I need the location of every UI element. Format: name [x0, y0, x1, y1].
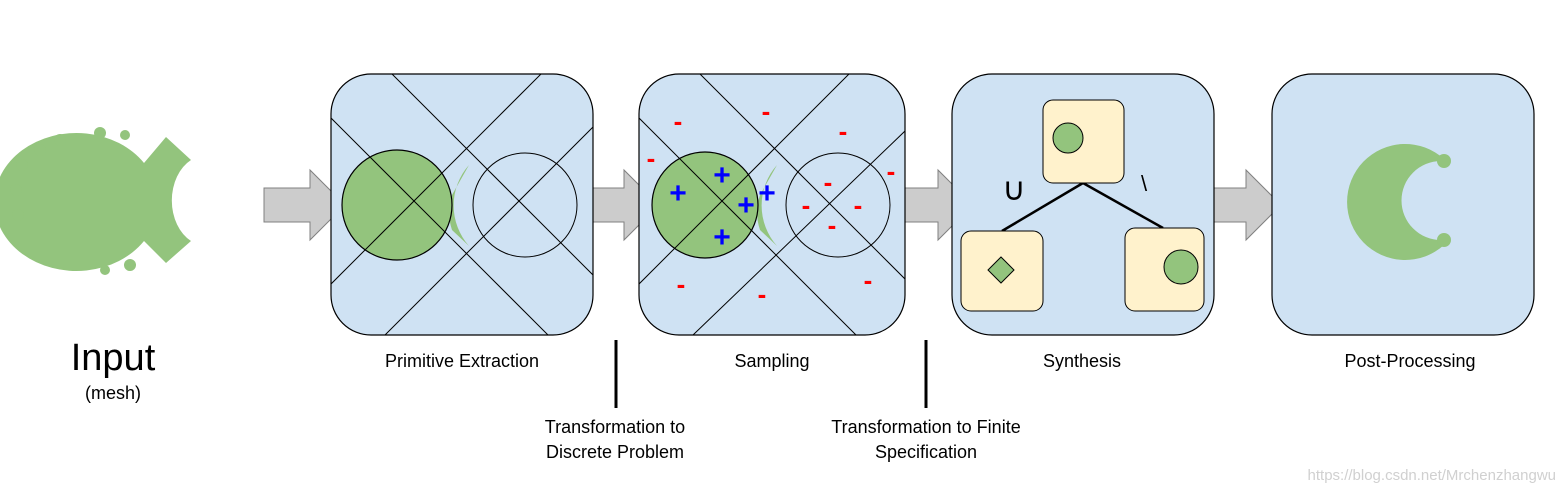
tree-node-right	[1124, 227, 1205, 312]
stage-label-sampling: Sampling	[734, 351, 809, 371]
transition-2-line2: Specification	[875, 442, 977, 462]
sample-plus: +	[713, 221, 731, 254]
transition-1-line1: Transformation to	[545, 417, 685, 437]
input-subtitle: (mesh)	[85, 383, 141, 403]
stage-label-synthesis: Synthesis	[1043, 351, 1121, 371]
sample-minus: -	[824, 167, 833, 197]
sample-minus: -	[864, 265, 873, 295]
watermark: https://blog.csdn.net/Mrchenzhangwu	[1308, 467, 1556, 484]
union-operator: ∪	[1002, 171, 1025, 207]
sample-minus: -	[802, 190, 811, 220]
sample-minus: -	[828, 210, 837, 240]
transition-1-line2: Discrete Problem	[546, 442, 684, 462]
sample-minus: -	[839, 116, 848, 146]
sample-minus: -	[647, 143, 656, 173]
sample-plus: +	[737, 189, 755, 222]
sample-plus: +	[713, 159, 731, 192]
tree-edge-left	[1001, 181, 1084, 233]
stage-label-post-processing: Post-Processing	[1344, 351, 1475, 371]
panel-primitive-extraction	[330, 73, 594, 336]
result-shape	[1347, 144, 1444, 260]
sample-minus: -	[758, 279, 767, 309]
flow-arrow-1	[263, 168, 346, 242]
sample-minus: -	[762, 96, 771, 126]
transition-2-line1: Transformation to Finite	[831, 417, 1020, 437]
tree-edge-right	[1082, 181, 1164, 230]
panel-post-processing	[1271, 73, 1535, 336]
panel-synthesis: ∪ \	[951, 73, 1215, 336]
stage-label-primitive-extraction: Primitive Extraction	[385, 351, 539, 371]
sample-plus: +	[758, 177, 776, 210]
difference-operator: \	[1141, 171, 1148, 196]
sample-minus: -	[854, 190, 863, 220]
input-mesh-shape	[0, 127, 191, 275]
sample-plus: +	[669, 177, 687, 210]
sample-minus: -	[677, 269, 686, 299]
panel-sampling: + + + + + - - - - - - - - - - - -	[638, 73, 906, 336]
sample-minus: -	[887, 156, 896, 186]
input-title: Input	[71, 337, 156, 379]
tree-node-left	[960, 230, 1044, 312]
sample-minus: -	[674, 106, 683, 136]
tree-node-root	[1042, 99, 1125, 184]
